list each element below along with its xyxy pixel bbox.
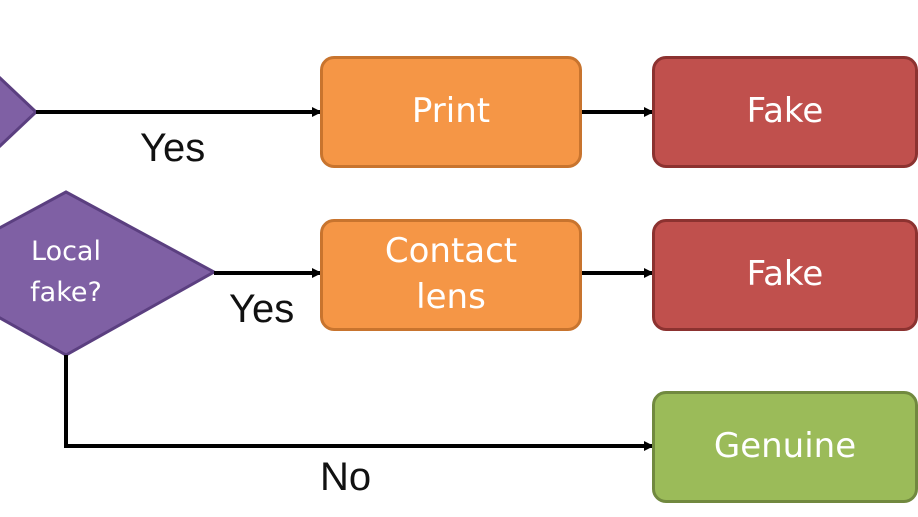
- decision-diamond-partial: [0, 76, 39, 148]
- node-contact-lens-line1: Contact: [384, 231, 518, 272]
- node-print: Print: [320, 56, 582, 168]
- node-genuine: Genuine: [652, 391, 918, 503]
- arrow-local-fake-to-genuine: [64, 355, 654, 451]
- edge-label-no: No: [320, 455, 372, 499]
- node-fake-top-label: Fake: [746, 91, 824, 132]
- decision-local-line1: Local: [31, 236, 101, 267]
- node-fake-top: Fake: [652, 56, 918, 168]
- node-print-label: Print: [411, 91, 491, 132]
- node-contact-lens-line2: lens: [416, 277, 486, 317]
- node-fake-middle: Fake: [652, 219, 918, 331]
- node-genuine-label: Genuine: [713, 426, 857, 467]
- decision-local-fake-label: Local fake?: [0, 232, 132, 313]
- node-contact-lens: Contact lens: [320, 219, 582, 331]
- node-fake-middle-label: Fake: [746, 254, 824, 295]
- edge-label-yes-top: Yes: [140, 126, 206, 170]
- edge-label-yes-middle: Yes: [229, 287, 295, 331]
- decision-local-line2: fake?: [30, 276, 102, 308]
